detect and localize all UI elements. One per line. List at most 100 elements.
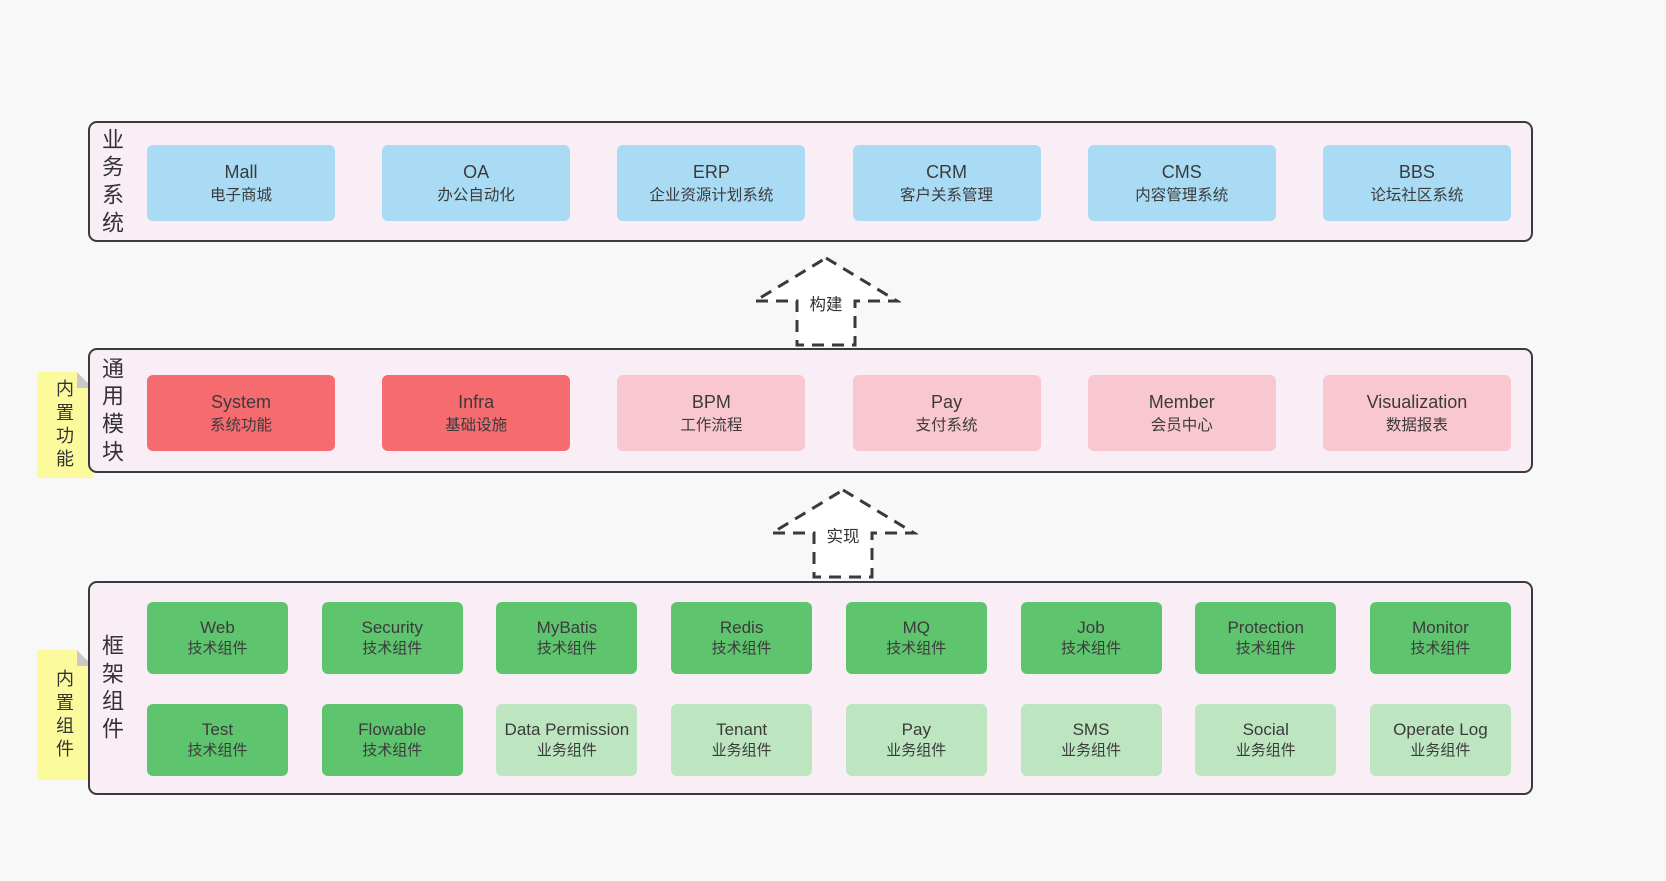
module-box-erp: ERP 企业资源计划系统 xyxy=(617,145,806,221)
module-box-pay: Pay 支付系统 xyxy=(852,375,1041,451)
sticky-note-built-in-features: 内置功能 xyxy=(37,372,93,478)
module-name: Tenant xyxy=(716,719,768,739)
module-name: Flowable xyxy=(358,719,427,739)
module-description: 技术组件 xyxy=(1235,640,1296,658)
module-description: 办公自动化 xyxy=(437,186,515,204)
module-description: 论坛社区系统 xyxy=(1370,186,1464,204)
band-business-systems: 业务系统 Mall 电子商城 OA 办公自动化 ERP 企业资源计划系统 CRM 客户关系管理… xyxy=(88,121,1533,242)
module-description: 支付系统 xyxy=(915,416,978,434)
module-box-oa: OA 办公自动化 xyxy=(382,145,571,221)
module-box-monitor: Monitor 技术组件 xyxy=(1369,602,1511,674)
module-name: MQ xyxy=(902,617,930,637)
module-name: Job xyxy=(1077,617,1105,637)
module-name: Mall xyxy=(224,161,258,182)
module-box-bpm: BPM 工作流程 xyxy=(617,375,806,451)
module-name: Social xyxy=(1242,719,1289,739)
module-description: 系统功能 xyxy=(209,416,272,434)
module-description: 技术组件 xyxy=(886,640,947,658)
module-box-security: Security 技术组件 xyxy=(321,602,463,674)
common-modules-box-row: System 系统功能 Infra 基础设施 BPM 工作流程 Pay 支付系统 Member 会… xyxy=(147,375,1511,451)
module-box-flowable: Flowable 技术组件 xyxy=(321,704,463,776)
module-box-crm: CRM 客户关系管理 xyxy=(852,145,1041,221)
module-name: SMS xyxy=(1072,719,1110,739)
module-name: Data Permission xyxy=(504,719,630,739)
module-box-tenant: Tenant 业务组件 xyxy=(671,704,813,776)
module-box-infra: Infra 基础设施 xyxy=(382,375,571,451)
module-name: Web xyxy=(200,617,235,637)
module-name: Pay xyxy=(931,391,963,412)
module-box-job: Job 技术组件 xyxy=(1020,602,1162,674)
module-box-operate-log: Operate Log 业务组件 xyxy=(1369,704,1511,776)
module-description: 技术组件 xyxy=(362,742,423,760)
module-description: 内容管理系统 xyxy=(1135,186,1229,204)
module-name: System xyxy=(210,391,271,412)
module-description: 会员中心 xyxy=(1150,416,1213,434)
module-name: Monitor xyxy=(1412,617,1469,637)
module-box-mq: MQ 技术组件 xyxy=(845,602,987,674)
module-description: 业务组件 xyxy=(1235,742,1296,760)
band-label-business-systems: 业务系统 xyxy=(101,127,124,236)
module-description: 技术组件 xyxy=(187,640,248,658)
module-box-cms: CMS 内容管理系统 xyxy=(1087,145,1276,221)
module-name: Pay xyxy=(901,719,931,739)
module-description: 技术组件 xyxy=(711,640,772,658)
module-description: 业务组件 xyxy=(1061,742,1122,760)
module-name: CMS xyxy=(1161,161,1202,182)
module-box-mybatis: MyBatis 技术组件 xyxy=(496,602,638,674)
module-name: BPM xyxy=(691,391,731,412)
module-description: 客户关系管理 xyxy=(900,186,994,204)
build-arrow-label: 构建 xyxy=(805,290,847,319)
build-arrow: 构建 xyxy=(751,254,901,348)
module-description: 业务组件 xyxy=(886,742,947,760)
module-name: Infra xyxy=(458,391,495,412)
sticky-note-label: 内置组件 xyxy=(56,669,74,760)
module-name: OA xyxy=(463,161,490,182)
module-box-social: Social 业务组件 xyxy=(1195,704,1337,776)
band-label-common-modules: 通用模块 xyxy=(101,356,124,465)
module-box-redis: Redis 技术组件 xyxy=(671,602,813,674)
module-description: 业务组件 xyxy=(1410,742,1471,760)
module-description: 工作流程 xyxy=(680,416,743,434)
band-common-modules: 通用模块 System 系统功能 Infra 基础设施 BPM 工作流程 Pay 支付系统 Me… xyxy=(88,348,1533,473)
module-box-visualization: Visualization 数据报表 xyxy=(1322,375,1511,451)
module-name: Operate Log xyxy=(1393,719,1488,739)
module-box-mall: Mall 电子商城 xyxy=(147,145,335,221)
module-name: Visualization xyxy=(1366,391,1468,412)
band-label-framework-components: 框架组件 xyxy=(101,633,124,742)
sticky-note-built-in-components: 内置组件 xyxy=(37,650,93,780)
module-description: 数据报表 xyxy=(1385,416,1448,434)
sticky-note-label: 内置功能 xyxy=(56,379,74,470)
module-name: Member xyxy=(1148,391,1215,412)
module-name: Test xyxy=(201,719,234,739)
module-description: 企业资源计划系统 xyxy=(649,186,774,204)
module-description: 电子商城 xyxy=(209,186,272,204)
module-box-web: Web 技术组件 xyxy=(147,602,288,674)
module-name: Redis xyxy=(719,617,764,637)
module-description: 技术组件 xyxy=(1410,640,1471,658)
module-name: ERP xyxy=(692,161,730,182)
implement-arrow-label: 实现 xyxy=(822,522,864,551)
module-name: CRM xyxy=(926,161,968,182)
module-name: Security xyxy=(361,617,423,637)
module-box-bbs: BBS 论坛社区系统 xyxy=(1322,145,1511,221)
module-name: BBS xyxy=(1398,161,1435,182)
module-description: 技术组件 xyxy=(187,742,248,760)
module-description: 技术组件 xyxy=(536,640,597,658)
module-description: 业务组件 xyxy=(711,742,772,760)
module-box-system: System 系统功能 xyxy=(147,375,335,451)
module-box-member: Member 会员中心 xyxy=(1087,375,1276,451)
module-description: 基础设施 xyxy=(445,416,508,434)
module-box-sms: SMS 业务组件 xyxy=(1020,704,1162,776)
module-description: 技术组件 xyxy=(1061,640,1122,658)
implement-arrow: 实现 xyxy=(768,486,918,580)
module-box-pay: Pay 业务组件 xyxy=(845,704,987,776)
business-systems-box-row: Mall 电子商城 OA 办公自动化 ERP 企业资源计划系统 CRM 客户关系管理 CMS 内容… xyxy=(147,145,1511,221)
module-name: MyBatis xyxy=(536,617,598,637)
module-description: 技术组件 xyxy=(362,640,423,658)
